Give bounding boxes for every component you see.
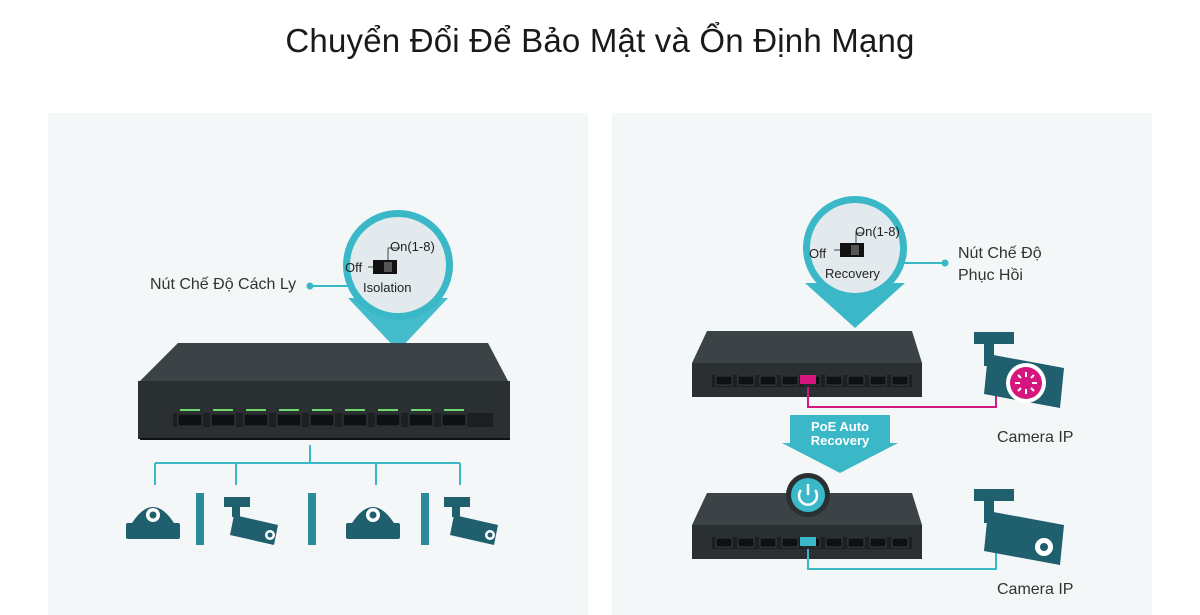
port-led [312,409,332,411]
switch-port [375,413,401,427]
port-led [378,409,398,411]
isolation-callout [343,210,453,351]
poe-recovery-line2: Recovery [810,433,870,448]
fault-spinner-icon [1010,367,1042,399]
switch-port [781,537,799,548]
recovery-mode-label-line1: Nút Chế Độ [958,245,1042,262]
switch-port [825,375,843,386]
recovery-illustration [692,196,1064,570]
switch-port [715,375,733,386]
recovery-panel: Nút Chế Độ Phục Hồi Off On(1-8) Recovery… [612,113,1152,615]
recovery-switch-mode: Recovery [825,266,880,281]
recovered-port [800,537,816,546]
switch-port [210,413,236,427]
dome-camera-icon [126,507,180,539]
switch-device-top [692,331,922,397]
switch-port [891,375,909,386]
isolation-panel: Nút Chế Độ Cách Ly Off On(1-8) Isolation [48,113,588,615]
camera-label-top: Camera IP [997,429,1074,446]
connection-tree [154,445,461,485]
switch-port [891,537,909,548]
power-icon [786,473,830,517]
bullet-camera-icon [224,497,278,545]
switch-port [243,413,269,427]
bullet-camera-icon [974,332,1064,408]
switch-port [737,375,755,386]
port-led [180,409,200,411]
switch-port [737,537,755,548]
recovery-switch-on: On(1-8) [855,224,900,239]
switch-port [342,413,368,427]
switch-port [408,413,434,427]
isolation-dividers [196,493,429,545]
bullet-camera-icon [444,497,498,545]
port-led [246,409,266,411]
switch-port [781,375,799,386]
poe-recovery-arrow [782,415,898,473]
recovered-link [807,545,997,570]
switch-port [825,537,843,548]
dome-camera-icon [346,507,400,539]
camera-label-bottom: Camera IP [997,581,1074,598]
switch-port [177,413,203,427]
port-led [444,409,464,411]
isolation-illustration [126,210,510,545]
switch-port [441,413,467,427]
faulty-port [800,375,816,384]
port-led [279,409,299,411]
recovery-mode-label-line2: Phục Hồi [958,267,1023,284]
page-title: Chuyển Đổi Để Bảo Mật và Ổn Định Mạng [285,22,915,59]
switch-port [847,375,865,386]
isolation-mode-label: Nút Chế Độ Cách Ly [150,276,297,293]
switch-port [759,537,777,548]
switch-device [138,343,510,440]
isolation-switch-mode: Isolation [363,280,412,295]
switch-port [869,537,887,548]
recovery-switch-off: Off [809,246,827,261]
bullet-camera-icon [974,489,1064,565]
port-led [411,409,431,411]
port-led [213,409,233,411]
switch-port [759,375,777,386]
switch-port [847,537,865,548]
isolation-switch-on: On(1-8) [390,239,435,254]
isolation-switch-off: Off [345,260,363,275]
switch-port [309,413,335,427]
switch-port [276,413,302,427]
switch-port [715,537,733,548]
switch-port [869,375,887,386]
poe-recovery-line1: PoE Auto [810,419,869,434]
port-led [345,409,365,411]
recovery-callout [803,196,907,328]
